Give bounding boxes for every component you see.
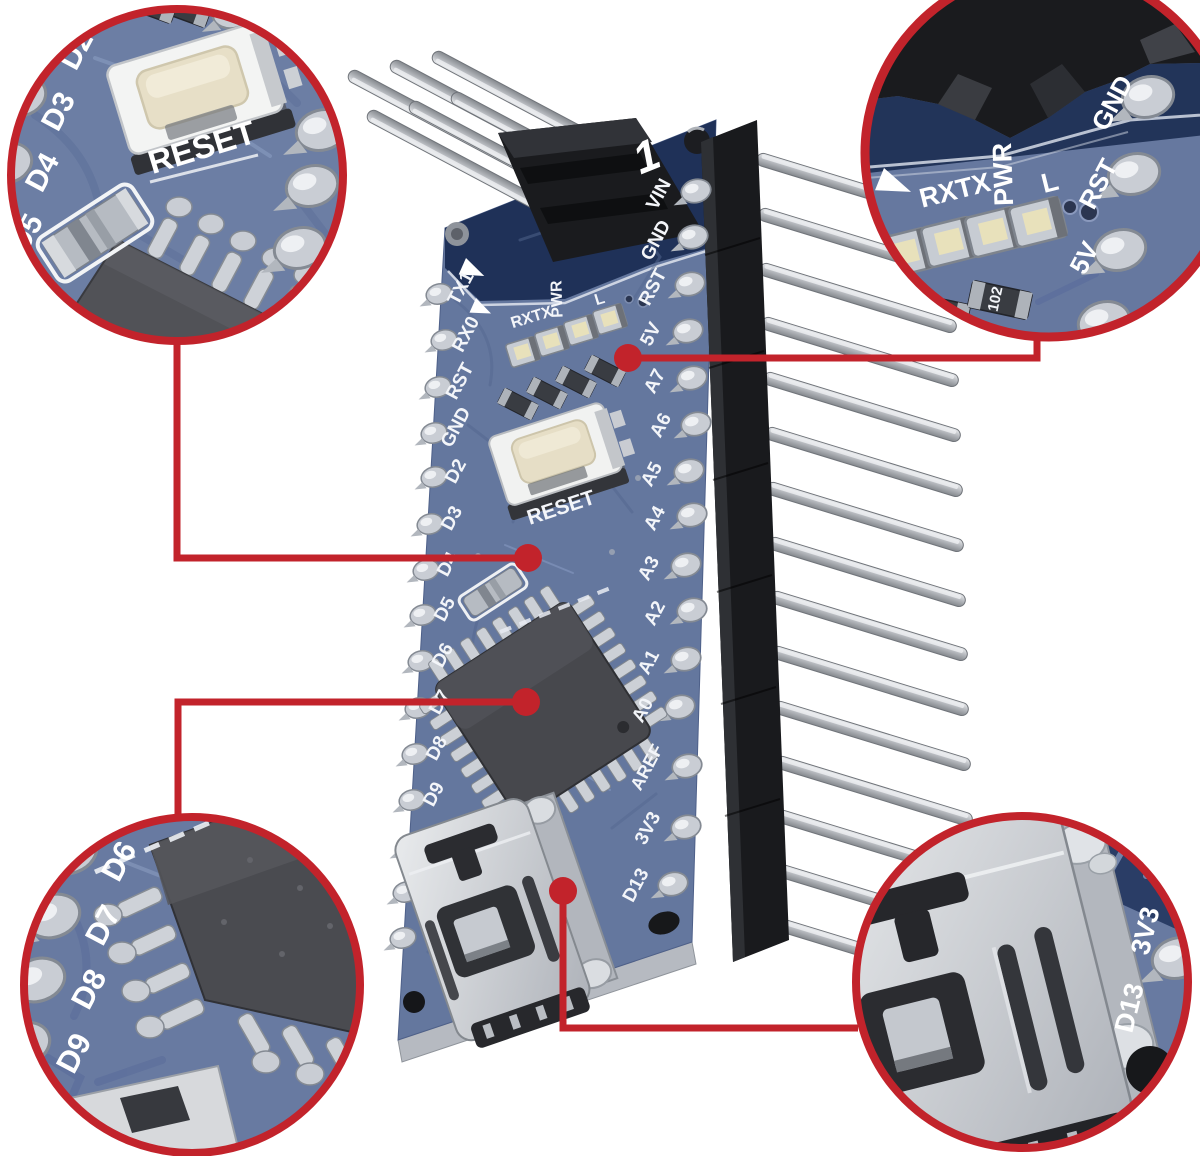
- callout-line-bottom-left: [174, 698, 518, 818]
- icsp-header: [345, 48, 703, 262]
- icsp-plastic: [498, 118, 703, 262]
- callout-dot-usb: [549, 877, 577, 905]
- magnifier-circle-bottom-left: [20, 813, 364, 1156]
- callout-dots: [512, 344, 642, 905]
- callout-top-left: RESET D2 D3 D4 D5: [11, 9, 343, 341]
- callout-line-top-left: [173, 341, 520, 562]
- smd-diode: [457, 562, 529, 622]
- pwr-silkscreen: PWR: [548, 280, 566, 318]
- icsp-top-face: [498, 118, 652, 158]
- pin-header-right: [701, 120, 980, 992]
- callout-dot-leds: [614, 344, 642, 372]
- silk-line: [447, 248, 711, 307]
- magnifier-circle-bottom-right: [852, 812, 1192, 1152]
- resistor-value: 102: [985, 285, 1007, 313]
- silk-triangle-icon: [469, 298, 492, 314]
- l-label-zoom: L: [1038, 166, 1061, 199]
- led-vias: [624, 294, 649, 308]
- callout-line-bottom-right: [559, 898, 858, 1032]
- silk-triangle-icon: [458, 258, 485, 276]
- header-notches: [704, 237, 781, 817]
- header-bevel: [701, 137, 745, 962]
- header-plastic: [701, 120, 789, 962]
- callout-dot-chip: [512, 688, 540, 716]
- reset-button-zoom: [106, 22, 303, 175]
- silk-triangle-icon: [875, 168, 912, 192]
- smd-diode-zoom: [35, 182, 155, 284]
- callout-lines: [173, 335, 1041, 1032]
- pcb-board: RESET: [345, 48, 980, 1063]
- usb-stamp-zoom: [856, 872, 969, 963]
- callout-line-top-right: [636, 335, 1041, 362]
- magnifier-circle-top-left: [7, 5, 347, 345]
- magnifier-circle-top-right: [860, 0, 1200, 342]
- callout-dot-reset-area: [514, 544, 542, 572]
- pwr-label-zoom: PWR: [987, 142, 1019, 206]
- usb-stamp: [424, 823, 498, 881]
- silk-dashed-line-zoom: [94, 817, 291, 875]
- reset-button: [488, 402, 636, 521]
